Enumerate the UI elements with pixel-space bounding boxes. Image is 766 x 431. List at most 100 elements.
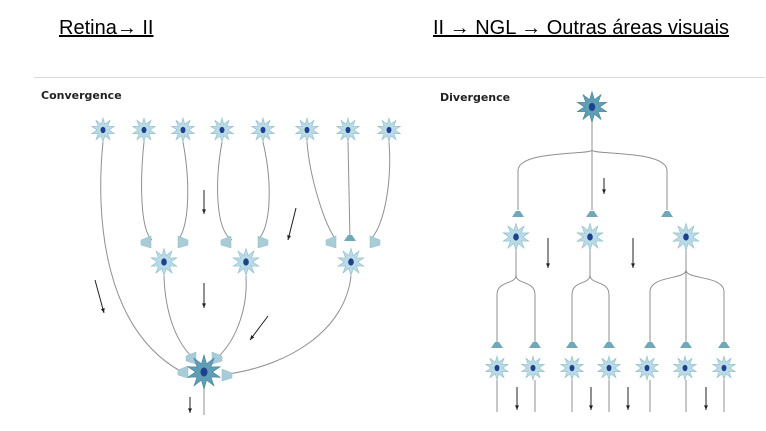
divergence-output-cell (559, 355, 585, 381)
cell-nucleus (260, 126, 266, 134)
flow-arrow-head (704, 405, 708, 410)
flow-arrow (249, 315, 269, 341)
cell-nucleus (243, 258, 249, 266)
synaptic-terminal (491, 342, 503, 348)
divider-line (34, 77, 765, 78)
divergence-middle-cell (576, 222, 604, 252)
synaptic-terminal (344, 235, 356, 241)
cell-nucleus (530, 364, 536, 372)
divergence-input-cell (576, 90, 608, 124)
cell-nucleus (682, 364, 688, 372)
flow-arrow (287, 207, 297, 241)
divergence-label: Divergence (440, 91, 511, 104)
cell-nucleus (100, 126, 106, 134)
synaptic-terminal (661, 211, 673, 217)
axon (306, 141, 337, 241)
axon (496, 250, 517, 343)
convergence-middle-cell (150, 247, 178, 277)
divergence-output-cell (596, 355, 622, 381)
axon (589, 274, 610, 343)
synaptic-terminal (221, 368, 233, 382)
synaptic-terminal (369, 235, 381, 249)
synaptic-terminal (257, 235, 269, 249)
flow-arrow-head (626, 405, 630, 410)
axon (141, 141, 153, 241)
synaptic-terminal (512, 211, 524, 217)
axon (517, 149, 593, 210)
convergence-input-cell (376, 117, 402, 143)
cell-nucleus (721, 364, 727, 372)
flow-arrow-head (250, 335, 255, 340)
cell-nucleus (161, 258, 167, 266)
convergence-input-cell (90, 117, 116, 143)
divergence-output-cell (484, 355, 510, 381)
terminal-layer (140, 211, 730, 382)
cell-nucleus (513, 233, 519, 241)
cell-nucleus (141, 126, 147, 134)
synaptic-terminal (140, 235, 152, 249)
convergence-middle-cell (337, 247, 365, 277)
cell-nucleus (345, 126, 351, 134)
axon (571, 250, 591, 343)
synaptic-terminal (586, 211, 598, 217)
axon (163, 275, 199, 363)
synaptic-terminal (644, 342, 656, 348)
axon (591, 149, 668, 210)
convergence-output-cell (186, 353, 222, 391)
convergence-input-cell (250, 117, 276, 143)
divergence-output-cell (672, 355, 698, 381)
synaptic-terminal (566, 342, 578, 348)
convergence-label: Convergence (41, 89, 122, 102)
divergence-middle-cell (672, 222, 700, 252)
convergence-input-cell (131, 117, 157, 143)
flow-arrow-head (202, 209, 206, 214)
axon (257, 141, 270, 241)
cell-nucleus (304, 126, 310, 134)
slide-title-left: Retina→ II (59, 17, 154, 39)
cell-nucleus (683, 233, 689, 241)
cell-nucleus (219, 126, 225, 134)
synaptic-terminal (177, 365, 189, 379)
flow-arrow (94, 279, 105, 314)
arrow-layer (94, 178, 708, 413)
convergence-input-cell (294, 117, 320, 143)
axon (347, 141, 351, 241)
axon (217, 141, 233, 241)
cell-nucleus (587, 233, 593, 241)
synaptic-terminal (185, 351, 197, 365)
cell-nucleus (606, 364, 612, 372)
axon (515, 274, 536, 343)
axon (100, 141, 183, 373)
cell-layer (90, 90, 737, 391)
axon (177, 141, 189, 241)
cell-nucleus (588, 102, 596, 112)
synaptic-terminal (325, 235, 337, 249)
convergence-middle-cell (232, 247, 260, 277)
slide-title-right: II → NGL → Outras áreas visuais (433, 17, 730, 39)
flow-arrow-head (515, 405, 519, 410)
flow-arrow-head (188, 408, 192, 413)
divergence-middle-cell (502, 222, 530, 252)
axon (685, 269, 725, 343)
synaptic-terminal (177, 235, 189, 249)
flow-arrow-head (202, 303, 206, 308)
convergence-input-cell (170, 117, 196, 143)
synaptic-terminal (220, 235, 232, 249)
flow-arrow-head (287, 235, 292, 240)
flow-arrow-head (100, 308, 105, 313)
axon (649, 250, 687, 343)
synaptic-terminal (529, 342, 541, 348)
cell-nucleus (386, 126, 392, 134)
cell-nucleus (200, 367, 208, 377)
synaptic-terminal (718, 342, 730, 348)
synaptic-terminal (680, 342, 692, 348)
divergence-output-cell (520, 355, 546, 381)
axon (227, 275, 352, 375)
divergence-output-cell (711, 355, 737, 381)
cell-nucleus (180, 126, 186, 134)
flow-arrow-head (631, 263, 635, 268)
cell-nucleus (569, 364, 575, 372)
convergence-input-cell (209, 117, 235, 143)
axon (211, 275, 247, 363)
